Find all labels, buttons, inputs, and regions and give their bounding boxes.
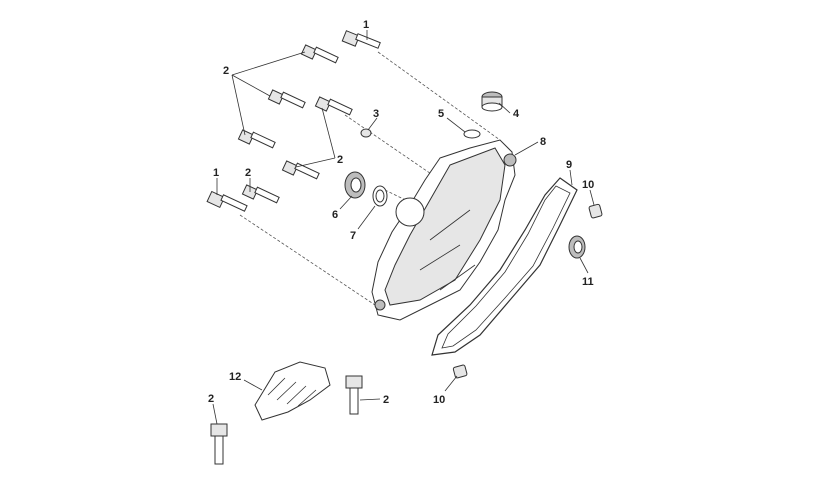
grille-guard [254, 361, 331, 421]
bolt-short-2 [267, 89, 306, 109]
callout-3: 3 [373, 108, 379, 120]
dowel-pin-top [588, 203, 603, 219]
washer-small [360, 128, 372, 138]
callout-1-top: 1 [363, 19, 369, 31]
plug-cap [481, 91, 503, 112]
callout-2-bottom-right: 2 [383, 394, 389, 406]
callout-2-bottom-left: 2 [208, 393, 214, 405]
bolt-vertical-right [345, 375, 363, 415]
bolt-short-3 [314, 96, 353, 116]
oil-seal-large [568, 235, 586, 259]
callout-5: 5 [438, 108, 444, 120]
bolt-short-5 [281, 160, 320, 180]
dowel-pin-bottom [452, 364, 468, 379]
callout-2-upper-left: 2 [223, 65, 229, 77]
o-ring [463, 129, 481, 139]
callout-11: 11 [582, 276, 594, 288]
callout-9: 9 [566, 159, 572, 171]
bolt-long-left [206, 190, 248, 212]
callout-labels: 1 1 2 2 2 2 2 3 4 5 6 7 8 9 10 10 11 12 [208, 19, 594, 406]
crankcase-cover [371, 139, 517, 321]
callout-7: 7 [350, 230, 356, 242]
callout-6: 6 [332, 209, 338, 221]
oil-seal [344, 171, 366, 199]
callout-2-middle: 2 [337, 154, 343, 166]
bolt-short-6 [241, 184, 280, 204]
callout-2-left: 2 [245, 167, 251, 179]
seal-ring [372, 185, 388, 207]
callout-12: 12 [229, 371, 241, 383]
callout-4: 4 [513, 108, 520, 120]
bolt-vertical-left [210, 423, 228, 465]
cover-gasket [431, 177, 578, 356]
bolt-short-1 [300, 44, 339, 64]
callout-8: 8 [540, 136, 546, 148]
bolt-long-top [341, 30, 381, 49]
leader-lines [212, 30, 595, 425]
callout-1-left: 1 [213, 167, 219, 179]
callout-10-top: 10 [582, 179, 594, 191]
callout-10-bottom: 10 [433, 394, 445, 406]
bolt-short-4 [237, 129, 276, 149]
